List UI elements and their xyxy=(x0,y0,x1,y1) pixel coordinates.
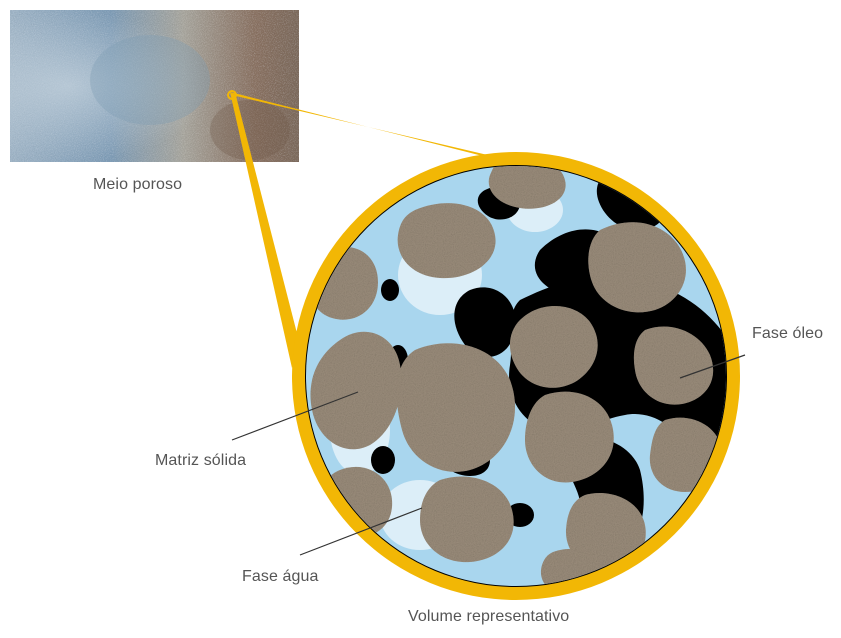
label-porous-medium: Meio poroso xyxy=(93,176,182,194)
porous-medium-photo xyxy=(10,10,299,162)
label-solid-matrix: Matriz sólida xyxy=(155,452,246,470)
label-representative-volume: Volume representativo xyxy=(408,608,569,626)
label-oil-phase: Fase óleo xyxy=(752,325,823,343)
label-water-phase: Fase água xyxy=(242,568,319,586)
